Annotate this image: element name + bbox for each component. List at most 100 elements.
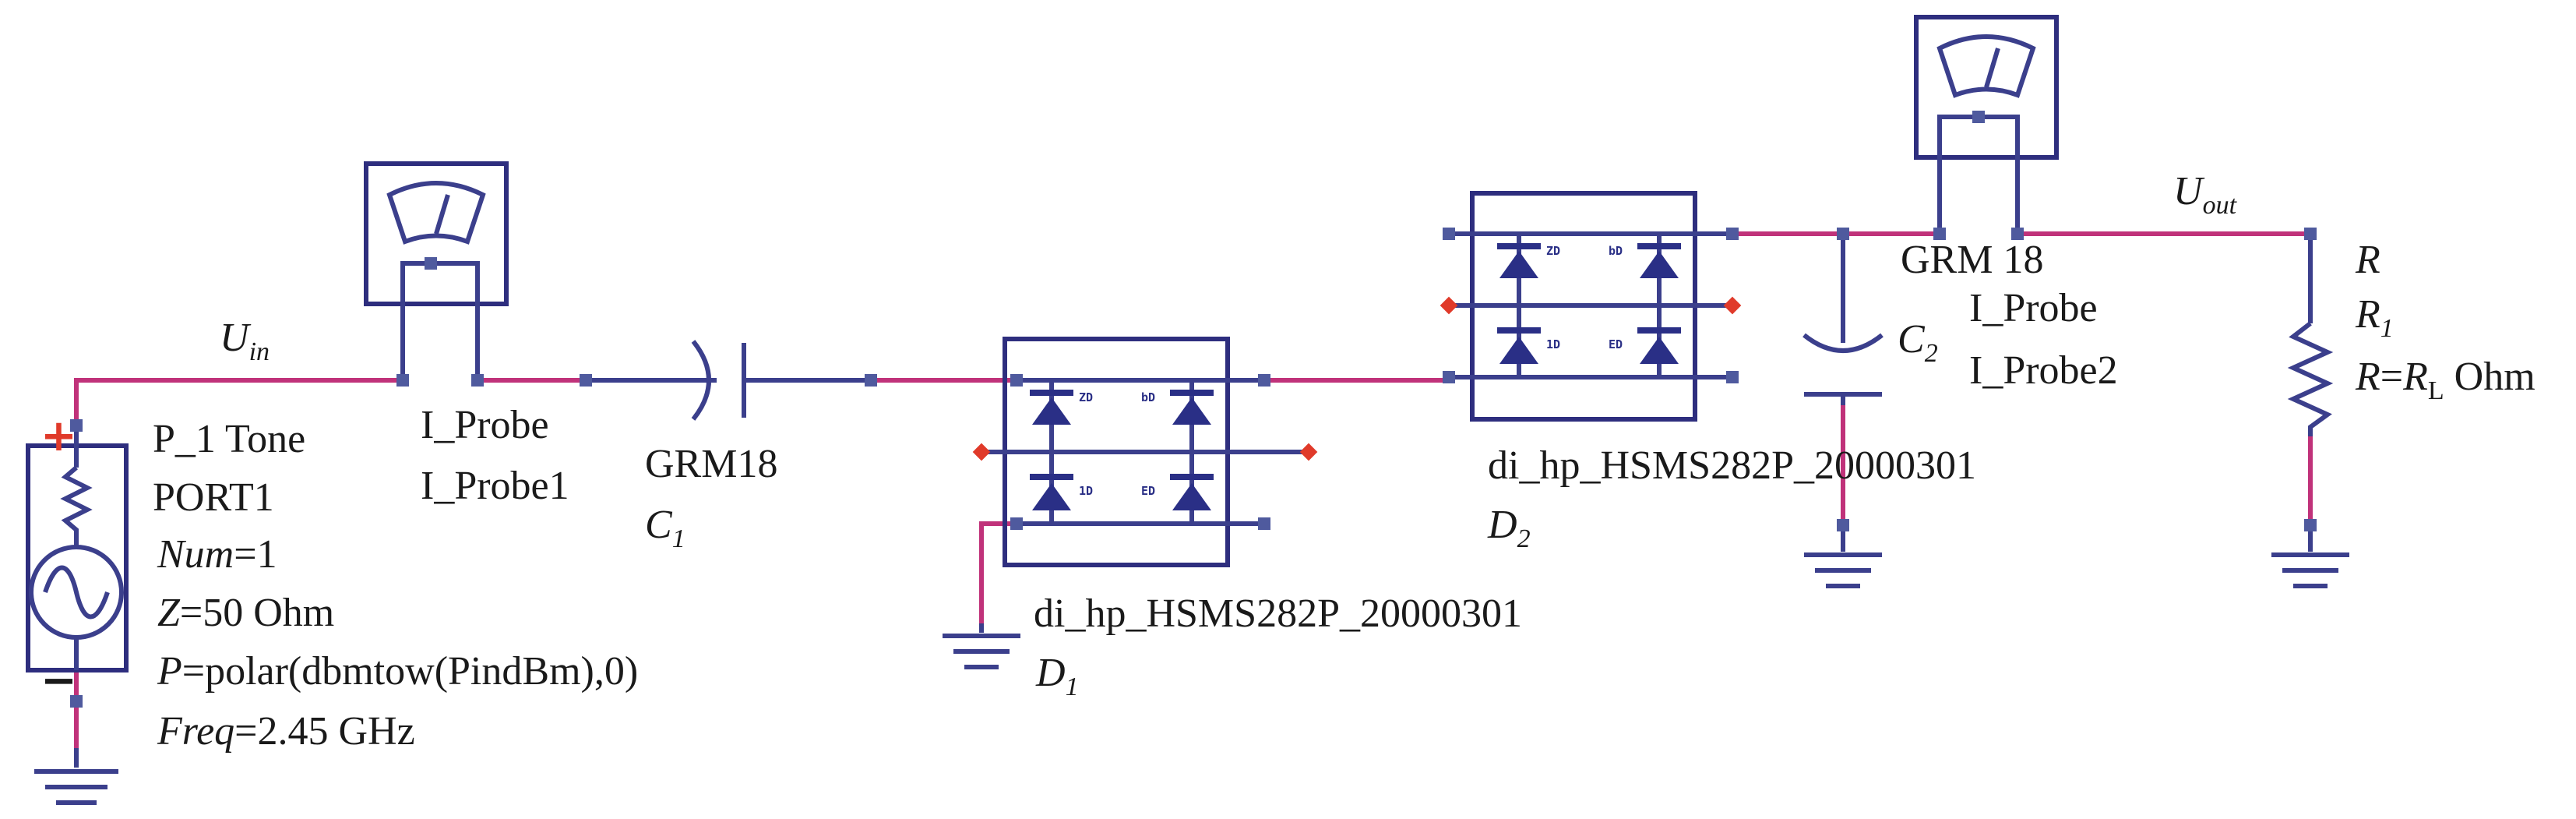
ground-icon [1804, 531, 1882, 588]
resistor-zigzag-icon [60, 465, 93, 545]
diode-pin-tag: bD [1609, 244, 1623, 258]
ground-icon [34, 748, 118, 805]
diode-bar [1637, 327, 1681, 334]
ground-symbol-port [34, 748, 118, 805]
diode-pin-tag: ZD [1079, 390, 1093, 404]
port-power: P=polar(dbmtow(PindBm),0) [157, 649, 638, 694]
pin [396, 374, 409, 387]
r1-type: R [2355, 238, 2380, 282]
port-terminal-icon [1723, 296, 1742, 315]
ground-icon [2271, 531, 2349, 588]
port-terminal-icon [1299, 443, 1318, 461]
r1-designator: R1 [2355, 292, 2394, 343]
diode-bar [1170, 390, 1214, 396]
pin [1443, 228, 1455, 240]
d1-designator: D1 [1035, 651, 1079, 701]
diode-bar [1030, 474, 1073, 480]
port-name: P_1 Tone [153, 417, 305, 461]
c1-curved-plate [691, 340, 711, 421]
probe2-name: I_Probe2 [1969, 348, 2118, 393]
probe1-name: I_Probe1 [421, 464, 569, 508]
pin [1010, 374, 1023, 387]
probe-leads [400, 261, 480, 380]
meter-needle [1984, 48, 2000, 88]
probe-leads [1937, 115, 2020, 234]
pin [1443, 371, 1455, 383]
diode-icon [1640, 251, 1679, 278]
pin [1972, 111, 1985, 123]
c2-designator: C2 [1898, 317, 1938, 368]
d2-model: di_hp_HSMS282P_20000301 [1488, 443, 1976, 488]
port-id: PORT1 [153, 475, 274, 520]
pin [1258, 374, 1270, 387]
diode-icon [1032, 397, 1071, 425]
pin [471, 374, 484, 387]
diode-icon [1499, 337, 1538, 364]
diode-pin-tag: 1D [1546, 337, 1560, 351]
c2-curved-plate [1802, 333, 1884, 353]
capacitor-c1[interactable] [580, 340, 877, 421]
diode-icon [1640, 337, 1679, 364]
diode-bar [1637, 243, 1681, 249]
diode-bar [1497, 243, 1541, 249]
probe-box [1914, 15, 2059, 160]
port-num: Num=1 [157, 532, 277, 577]
pin [1010, 517, 1023, 530]
port-terminal-icon [1440, 296, 1458, 315]
diode-bar [1030, 390, 1073, 396]
port-terminal-icon [972, 443, 991, 461]
pin [70, 695, 83, 708]
plus-sign: + [41, 411, 77, 461]
diode-bar [1170, 474, 1214, 480]
ground-icon [943, 623, 1020, 669]
meter-icon [386, 181, 486, 245]
pin [1258, 517, 1270, 530]
diode-pin-tag: ED [1609, 337, 1623, 351]
c1-model: GRM18 [645, 442, 777, 486]
d2-designator: D2 [1487, 503, 1531, 553]
port-source[interactable]: + − [26, 411, 129, 708]
load-resistor-r1[interactable] [2287, 228, 2334, 436]
pin [1933, 228, 1946, 240]
c2-model: GRM 18 [1901, 238, 2043, 282]
diode-pin-tag: bD [1141, 390, 1155, 404]
ground-symbol-c2 [1804, 519, 1882, 588]
uin-label: Uin [220, 316, 270, 366]
diode-pin-tag: ZD [1546, 244, 1560, 258]
pin [70, 419, 83, 432]
meter-needle [434, 194, 450, 235]
c1-designator: C1 [645, 503, 685, 553]
wires [74, 231, 2313, 748]
diode-icon [1172, 397, 1211, 425]
diode-bar [1497, 327, 1541, 334]
port-frequency: Freq=2.45 GHz [157, 709, 415, 754]
diode-pack-d2[interactable]: ZD bD 1D ED [1440, 191, 1742, 422]
port-impedance: Z=50 Ohm [157, 591, 334, 635]
pin [1837, 228, 1849, 240]
d2-internal-wiring [1449, 231, 1732, 379]
diode-icon [1172, 483, 1211, 510]
resistor-zigzag-icon [2287, 321, 2334, 436]
d1-model: di_hp_HSMS282P_20000301 [1034, 591, 1522, 636]
pin [865, 374, 877, 387]
pin [1837, 519, 1849, 531]
pin [1726, 228, 1739, 240]
wire-d1-to-ground [979, 521, 1017, 623]
current-probe-2[interactable] [1914, 15, 2059, 240]
current-probe-1[interactable] [364, 161, 509, 387]
probe1-type: I_Probe [421, 403, 549, 447]
pin [580, 374, 592, 387]
d1-internal-wiring [981, 378, 1309, 526]
pin [2011, 228, 2024, 240]
diode-pin-tag: 1D [1079, 484, 1093, 498]
pin [2304, 228, 2317, 240]
r1-value: R=RL Ohm [2355, 355, 2535, 405]
diode-pin-tag: ED [1141, 484, 1155, 498]
probe2-type: I_Probe [1969, 286, 2098, 330]
diode-pack-d1[interactable]: ZD bD 1D ED [972, 337, 1318, 567]
capacitor-c2[interactable] [1802, 228, 1884, 405]
pin [2304, 519, 2317, 531]
ground-symbol-d1 [943, 623, 1020, 669]
wire-port-to-probe1 [74, 378, 403, 425]
